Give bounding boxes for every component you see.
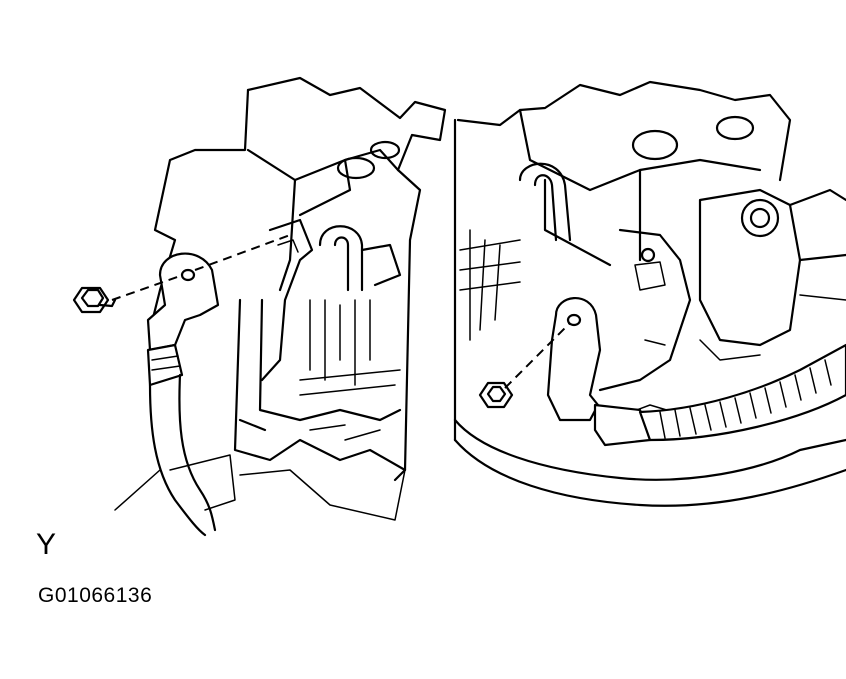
left-ground-strap <box>146 252 220 537</box>
left-alignment-line-bolt <box>194 234 291 271</box>
view-letter: Y <box>36 528 57 561</box>
left-view-engine-block <box>114 76 447 521</box>
figure-code: G01066136 <box>38 584 153 607</box>
right-view-engine-block <box>453 80 846 507</box>
right-ground-strap <box>546 297 846 447</box>
left-alignment-line-nut <box>111 275 181 301</box>
right-alignment-line <box>504 322 571 389</box>
left-nut <box>72 286 117 314</box>
right-nut <box>478 381 514 409</box>
